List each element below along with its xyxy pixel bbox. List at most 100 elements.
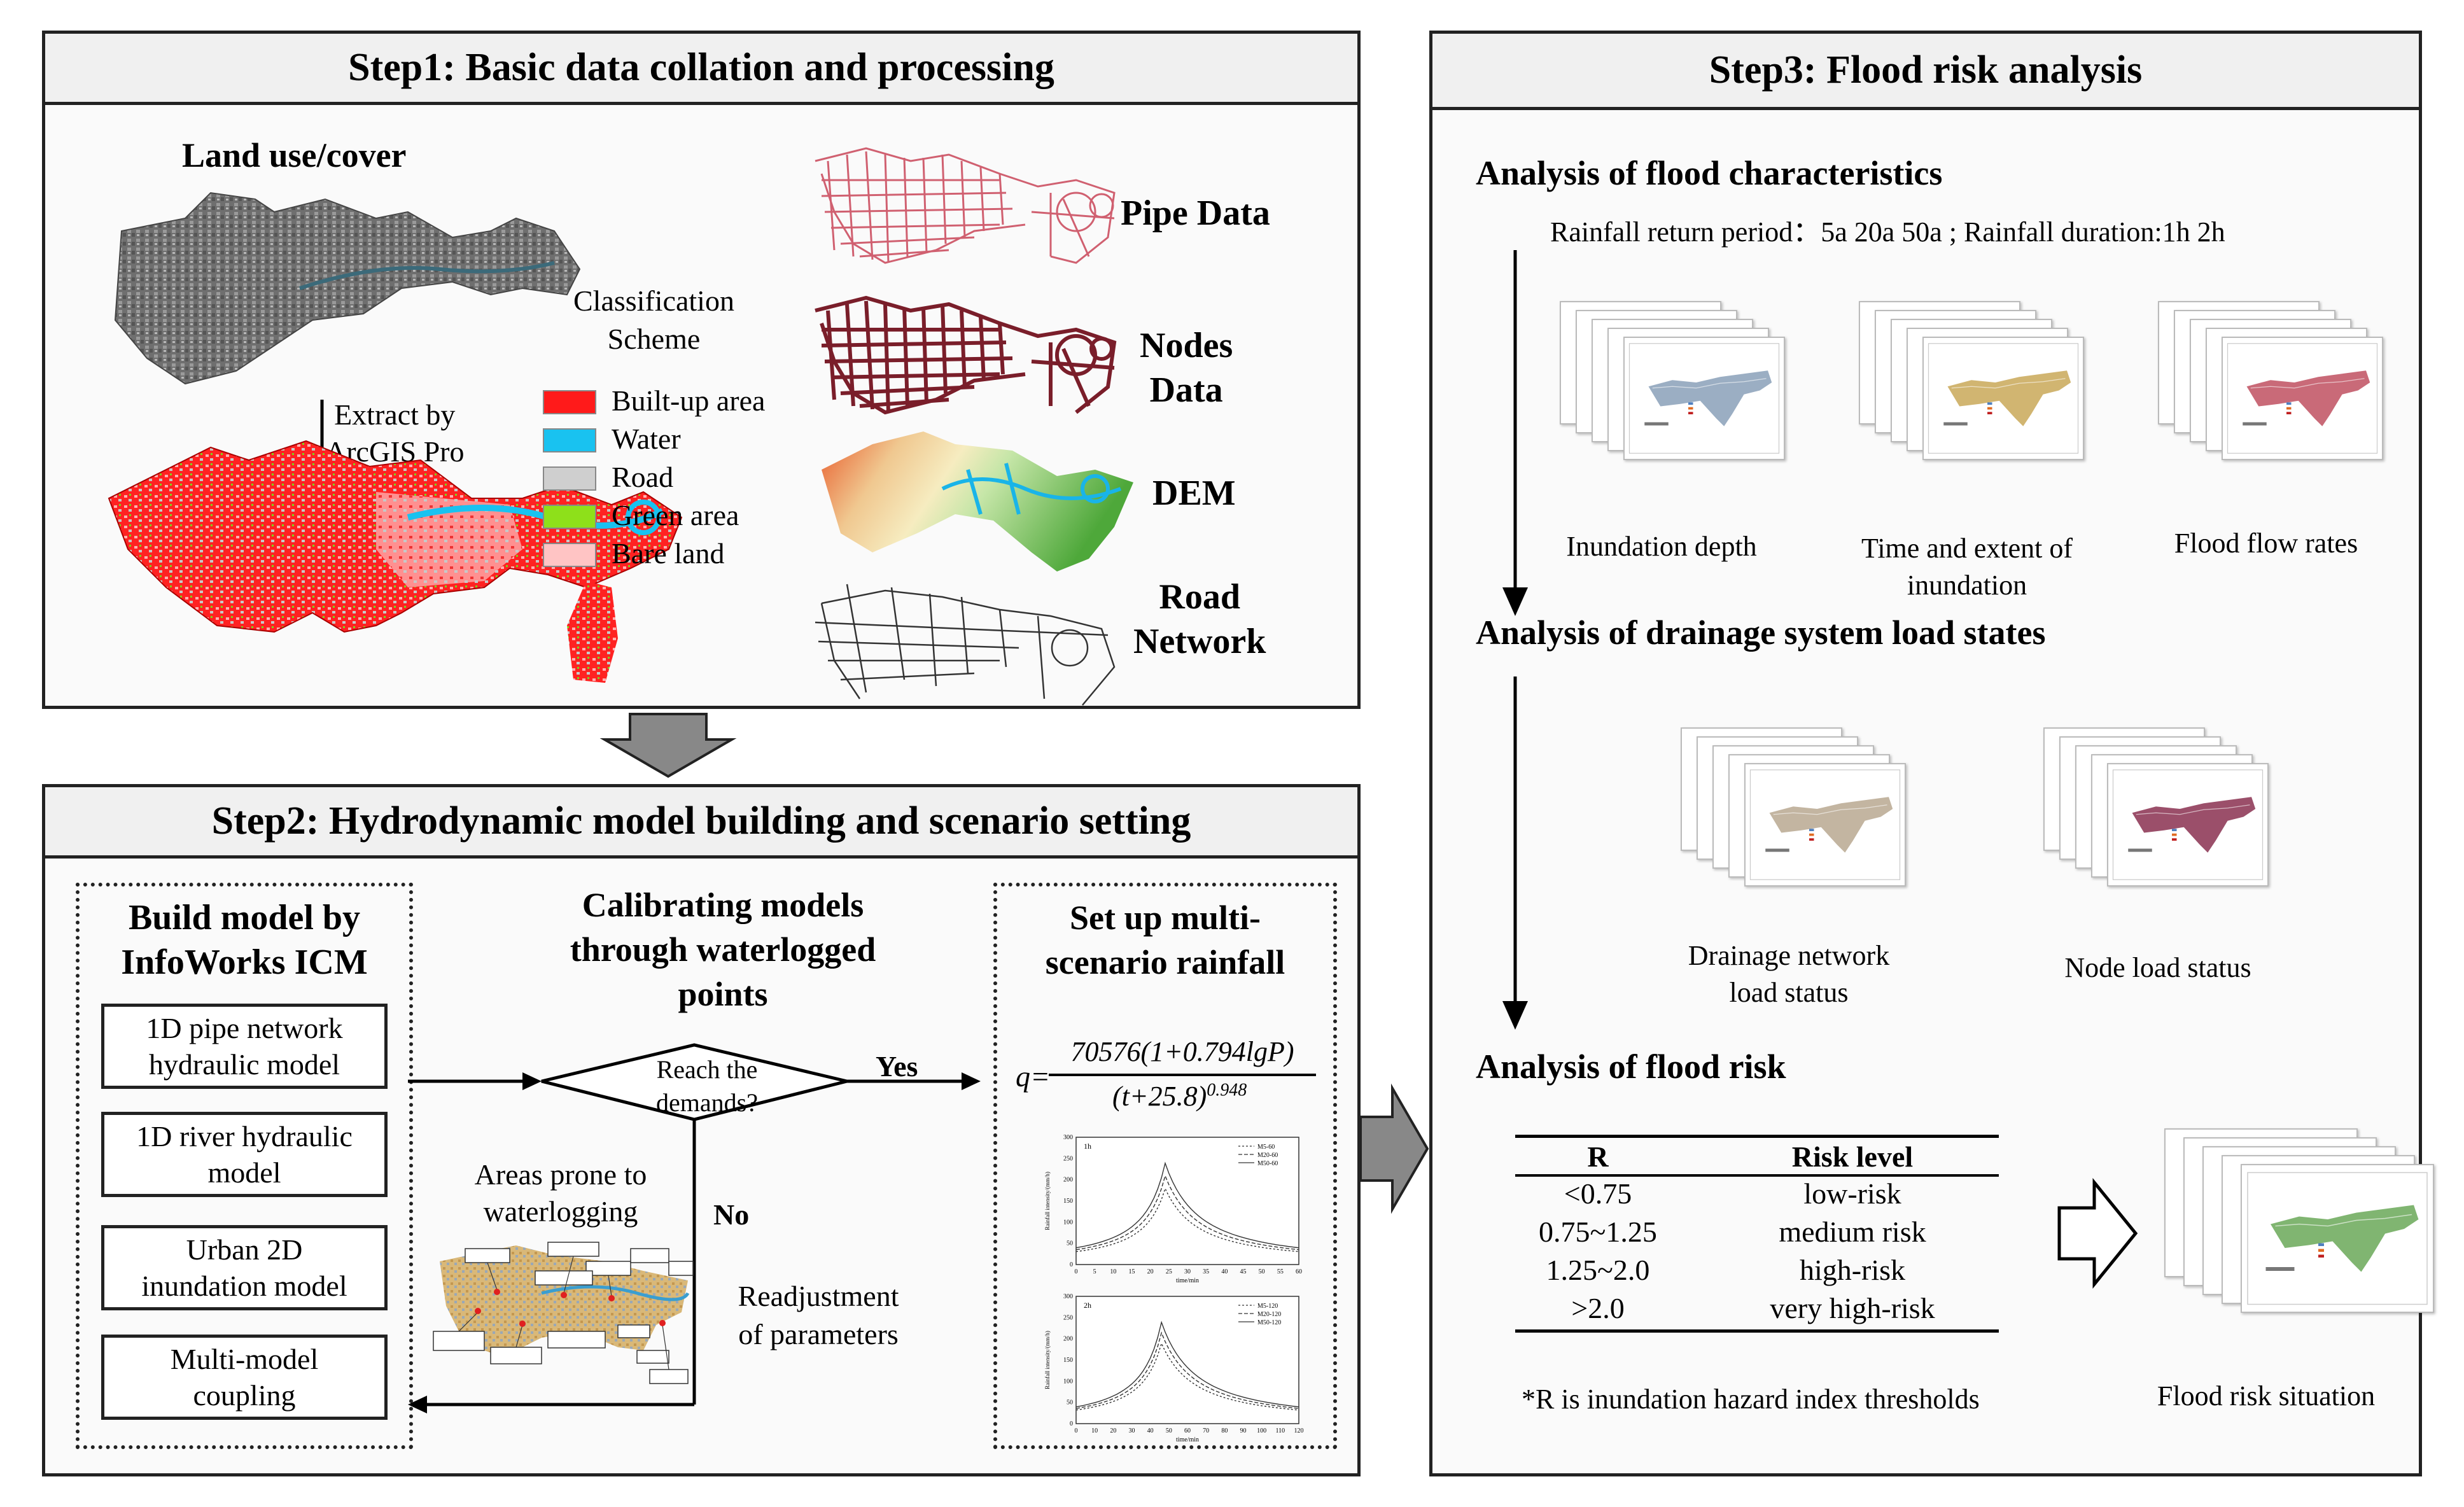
chart-y-tick: 300 bbox=[1063, 1293, 1073, 1300]
chart-y-tick: 200 bbox=[1063, 1336, 1073, 1343]
chart-frame bbox=[1075, 1137, 1299, 1265]
chart-y-tick: 100 bbox=[1063, 1219, 1073, 1226]
chart-x-tick: 10 bbox=[1091, 1427, 1098, 1434]
time-extent-stack bbox=[1859, 301, 2088, 517]
chart-x-tick: 60 bbox=[1296, 1268, 1302, 1275]
chart-y-tick: 50 bbox=[1067, 1240, 1073, 1247]
chart-x-tick: 70 bbox=[1203, 1427, 1209, 1434]
chart-series-line bbox=[1075, 1342, 1299, 1411]
chart-y-tick: 200 bbox=[1063, 1177, 1073, 1184]
table-cell: 0.75~1.25 bbox=[1539, 1216, 1657, 1248]
drainage-network-stack bbox=[1681, 727, 1910, 944]
table-cell: very high-risk bbox=[1770, 1292, 1935, 1324]
risk-hollow-arrow bbox=[2057, 1177, 2138, 1289]
chart-x-tick: 30 bbox=[1129, 1427, 1135, 1434]
dem-map bbox=[822, 431, 1133, 571]
chart-x-tick: 10 bbox=[1110, 1268, 1116, 1275]
no-label: No bbox=[713, 1198, 750, 1231]
chart-x-tick: 15 bbox=[1129, 1268, 1135, 1275]
legend-label: Road bbox=[612, 461, 674, 493]
flood-risk-title: Analysis of flood risk bbox=[1476, 1048, 1786, 1086]
chart-legend-label: M50-60 bbox=[1257, 1160, 1278, 1167]
r-threshold-note: *R is inundation hazard index thresholds bbox=[1522, 1384, 1980, 1415]
chart-x-tick: 100 bbox=[1257, 1427, 1266, 1434]
chart-x-tick: 30 bbox=[1184, 1268, 1191, 1275]
legend-label: Green area bbox=[612, 499, 739, 531]
step2-to-step3-arrow bbox=[1359, 1083, 1429, 1214]
chart-x-tick: 80 bbox=[1221, 1427, 1228, 1434]
chart-tag: 2h bbox=[1084, 1301, 1091, 1310]
chart-y-tick: 0 bbox=[1070, 1420, 1073, 1427]
chart-x-tick: 50 bbox=[1166, 1427, 1172, 1434]
chart-x-tick: 35 bbox=[1203, 1268, 1209, 1275]
swatch-bare bbox=[543, 543, 596, 567]
swatch-water bbox=[543, 428, 596, 452]
chart-x-tick: 20 bbox=[1147, 1268, 1154, 1275]
rainfall-formula: q= 70576(1+0.794lgP) (t+25.8)0.948 bbox=[1016, 1035, 1321, 1118]
step3-panel: Step3: Flood risk analysis Analysis of f… bbox=[1429, 31, 2434, 1476]
chart-series-line bbox=[1075, 1174, 1299, 1251]
chart-x-tick: 5 bbox=[1093, 1268, 1096, 1275]
chart-x-tick: 90 bbox=[1240, 1427, 1247, 1434]
chart-x-tick: 40 bbox=[1147, 1427, 1154, 1434]
chart-x-tick: 110 bbox=[1276, 1427, 1285, 1434]
table-cell: low-risk bbox=[1803, 1177, 1901, 1210]
flow-arrow-1 bbox=[1502, 250, 1528, 616]
satellite-map bbox=[114, 192, 581, 385]
swatch-green bbox=[543, 505, 596, 529]
table-cell: medium risk bbox=[1779, 1216, 1926, 1248]
table-header-rule bbox=[1515, 1174, 1999, 1177]
yes-label: Yes bbox=[876, 1050, 918, 1083]
chart-y-tick: 250 bbox=[1063, 1314, 1073, 1321]
risk-table: R Risk level <0.75 low-risk 0.75~1.25 me… bbox=[1515, 1135, 1999, 1364]
chart-y-tick: 300 bbox=[1063, 1134, 1073, 1141]
flood-risk-situation-label: Flood risk situation bbox=[2157, 1380, 2376, 1412]
chart-x-label: time/min bbox=[1176, 1436, 1199, 1443]
chart-legend-label: M50-120 bbox=[1257, 1319, 1281, 1326]
table-header-level: Risk level bbox=[1791, 1140, 1914, 1173]
chart-y-tick: 0 bbox=[1070, 1261, 1073, 1268]
chart-x-tick: 0 bbox=[1075, 1268, 1078, 1275]
flow-arrow-2 bbox=[1502, 676, 1528, 1030]
chart-legend-label: M5-60 bbox=[1257, 1144, 1275, 1151]
chart-y-tick: 150 bbox=[1063, 1198, 1073, 1205]
chart-x-tick: 50 bbox=[1259, 1268, 1265, 1275]
flood-characteristics-title: Analysis of flood characteristics bbox=[1476, 154, 1943, 192]
chart-y-tick: 100 bbox=[1063, 1378, 1073, 1385]
calibration-flow bbox=[408, 1043, 981, 1413]
step2-title: Step2: Hydrodynamic model building and s… bbox=[45, 787, 1357, 859]
map-card bbox=[1744, 763, 1906, 887]
chart-x-tick: 60 bbox=[1184, 1427, 1191, 1434]
chart-x-tick: 55 bbox=[1277, 1268, 1284, 1275]
chart-tag: 1h bbox=[1084, 1142, 1091, 1151]
step1-panel: Step1: Basic data collation and processi… bbox=[42, 31, 1361, 709]
flood-flow-stack bbox=[2158, 301, 2387, 517]
drainage-title: Analysis of drainage system load states bbox=[1476, 613, 2046, 652]
flood-flow-label: Flood flow rates bbox=[2174, 528, 2358, 559]
formula-lhs: q= bbox=[1016, 1060, 1051, 1093]
classified-map bbox=[108, 440, 683, 683]
chart-series-line bbox=[1075, 1331, 1299, 1409]
flood-risk-stack bbox=[2164, 1128, 2434, 1396]
build-model-group bbox=[76, 883, 413, 1449]
step2-panel: Step2: Hydrodynamic model building and s… bbox=[42, 784, 1361, 1476]
node-load-stack bbox=[2043, 727, 2272, 944]
chart-x-tick: 45 bbox=[1240, 1268, 1247, 1275]
step3-title: Step3: Flood risk analysis bbox=[1432, 34, 2419, 110]
table-cell: high-risk bbox=[1799, 1254, 1906, 1286]
table-cell: 1.25~2.0 bbox=[1546, 1254, 1650, 1286]
waterlogging-map bbox=[433, 1242, 694, 1384]
map-card bbox=[1922, 337, 2084, 460]
chart-y-tick: 250 bbox=[1063, 1155, 1073, 1162]
chart-y-tick: 50 bbox=[1067, 1399, 1073, 1406]
